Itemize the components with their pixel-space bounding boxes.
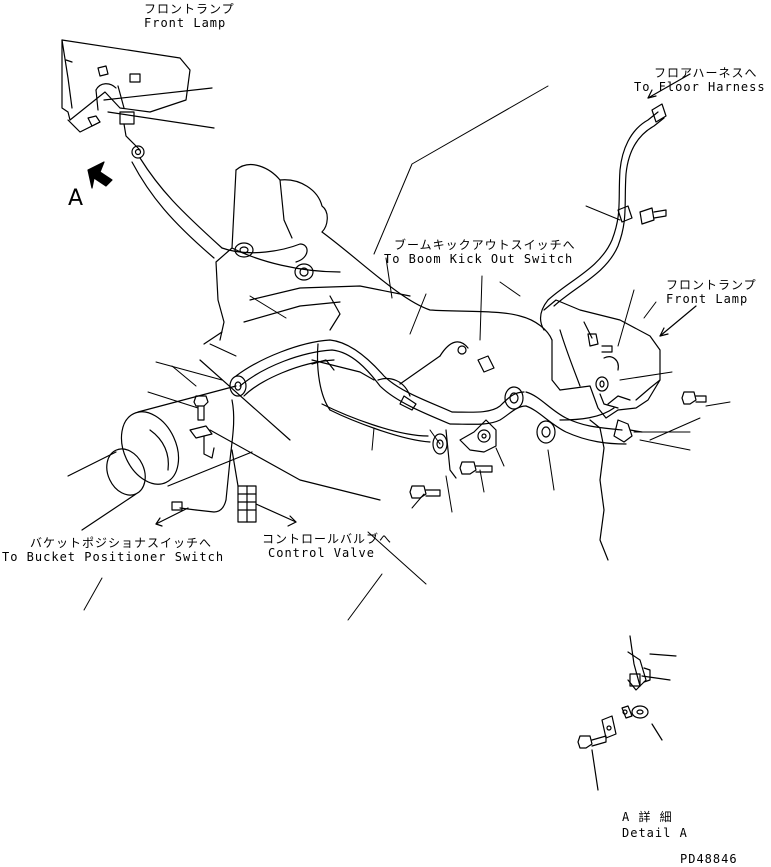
clamps-and-bolts bbox=[189, 355, 497, 499]
view-marker-a: A bbox=[68, 186, 84, 211]
harness-to-floor bbox=[539, 103, 667, 331]
floor-harness-en-label: To Floor Harness bbox=[634, 80, 766, 94]
harness-right bbox=[525, 391, 627, 561]
bucket-positioner-en-label: To Bucket Positioner Switch bbox=[2, 550, 225, 564]
view-arrow-a bbox=[87, 161, 113, 189]
boom-kick-jp-label: ブームキックアウトスイッチへ bbox=[394, 238, 576, 252]
drawing-number: PD48846 bbox=[680, 852, 738, 866]
lift-cylinder bbox=[67, 385, 253, 531]
detail-a-drawing bbox=[577, 635, 677, 791]
callout-arrows bbox=[155, 73, 697, 527]
leader-lines bbox=[83, 85, 731, 621]
front-lamp-top-jp-label: フロントランプ bbox=[144, 2, 235, 16]
front-lamp-top-en-label: Front Lamp bbox=[144, 16, 227, 30]
control-valve-jp-label: コントロールバルブへ bbox=[262, 532, 393, 546]
front-lamp-bracket-right bbox=[543, 299, 707, 443]
detail-a-en-label: Detail A bbox=[622, 826, 688, 840]
detail-a-jp-label: A 詳 細 bbox=[622, 810, 673, 824]
boom-kick-en-label: To Boom Kick Out Switch bbox=[384, 252, 574, 266]
front-lamp-right-en-label: Front Lamp bbox=[666, 292, 749, 306]
harness-center bbox=[171, 339, 527, 513]
frame-outline bbox=[199, 164, 561, 501]
control-valve-en-label: Control Valve bbox=[268, 546, 375, 560]
harness-left-main bbox=[131, 157, 314, 281]
control-valve-connector bbox=[231, 449, 257, 523]
floor-harness-jp-label: フロアハーネスへ bbox=[654, 66, 758, 80]
front-lamp-bracket-left bbox=[61, 39, 215, 159]
bucket-positioner-jp-label: バケットポジショナスイッチへ bbox=[30, 536, 213, 550]
front-lamp-right-jp-label: フロントランプ bbox=[666, 278, 757, 292]
